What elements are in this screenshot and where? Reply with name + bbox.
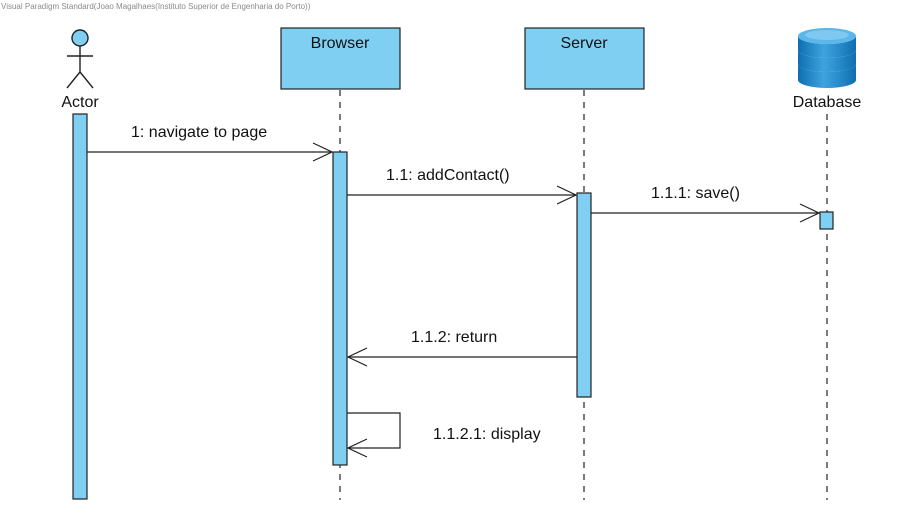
lifeline-header-browser[interactable] bbox=[280, 27, 401, 90]
activation-server[interactable] bbox=[576, 192, 592, 398]
lifeline-header-server[interactable] bbox=[524, 27, 645, 90]
message-label: 1.1.1: save() bbox=[651, 185, 740, 202]
message-label: 1: navigate to page bbox=[131, 124, 267, 141]
actor-label: Actor bbox=[61, 94, 99, 111]
browser-label: Browser bbox=[311, 35, 370, 52]
message-label: 1.1: addContact() bbox=[386, 167, 510, 184]
activation-browser[interactable] bbox=[332, 151, 348, 466]
message-label: 1.1.2: return bbox=[411, 329, 497, 346]
watermark: Visual Paradigm Standard(Joao Magalhaes(… bbox=[1, 2, 311, 11]
message-save[interactable] bbox=[591, 203, 821, 223]
activation-actor[interactable] bbox=[72, 113, 88, 500]
message-display-self-call[interactable] bbox=[346, 412, 401, 458]
server-label: Server bbox=[560, 35, 608, 52]
message-return[interactable] bbox=[346, 347, 577, 367]
activation-database[interactable] bbox=[819, 211, 834, 230]
message-label: 1.1.2.1: display bbox=[433, 426, 541, 443]
database-cylinder-icon[interactable] bbox=[798, 28, 856, 88]
message-add-contact[interactable] bbox=[347, 185, 578, 205]
message-navigate-to-page[interactable] bbox=[87, 142, 334, 162]
database-label: Database bbox=[793, 94, 862, 111]
actor-stick-figure-icon[interactable] bbox=[66, 29, 94, 89]
